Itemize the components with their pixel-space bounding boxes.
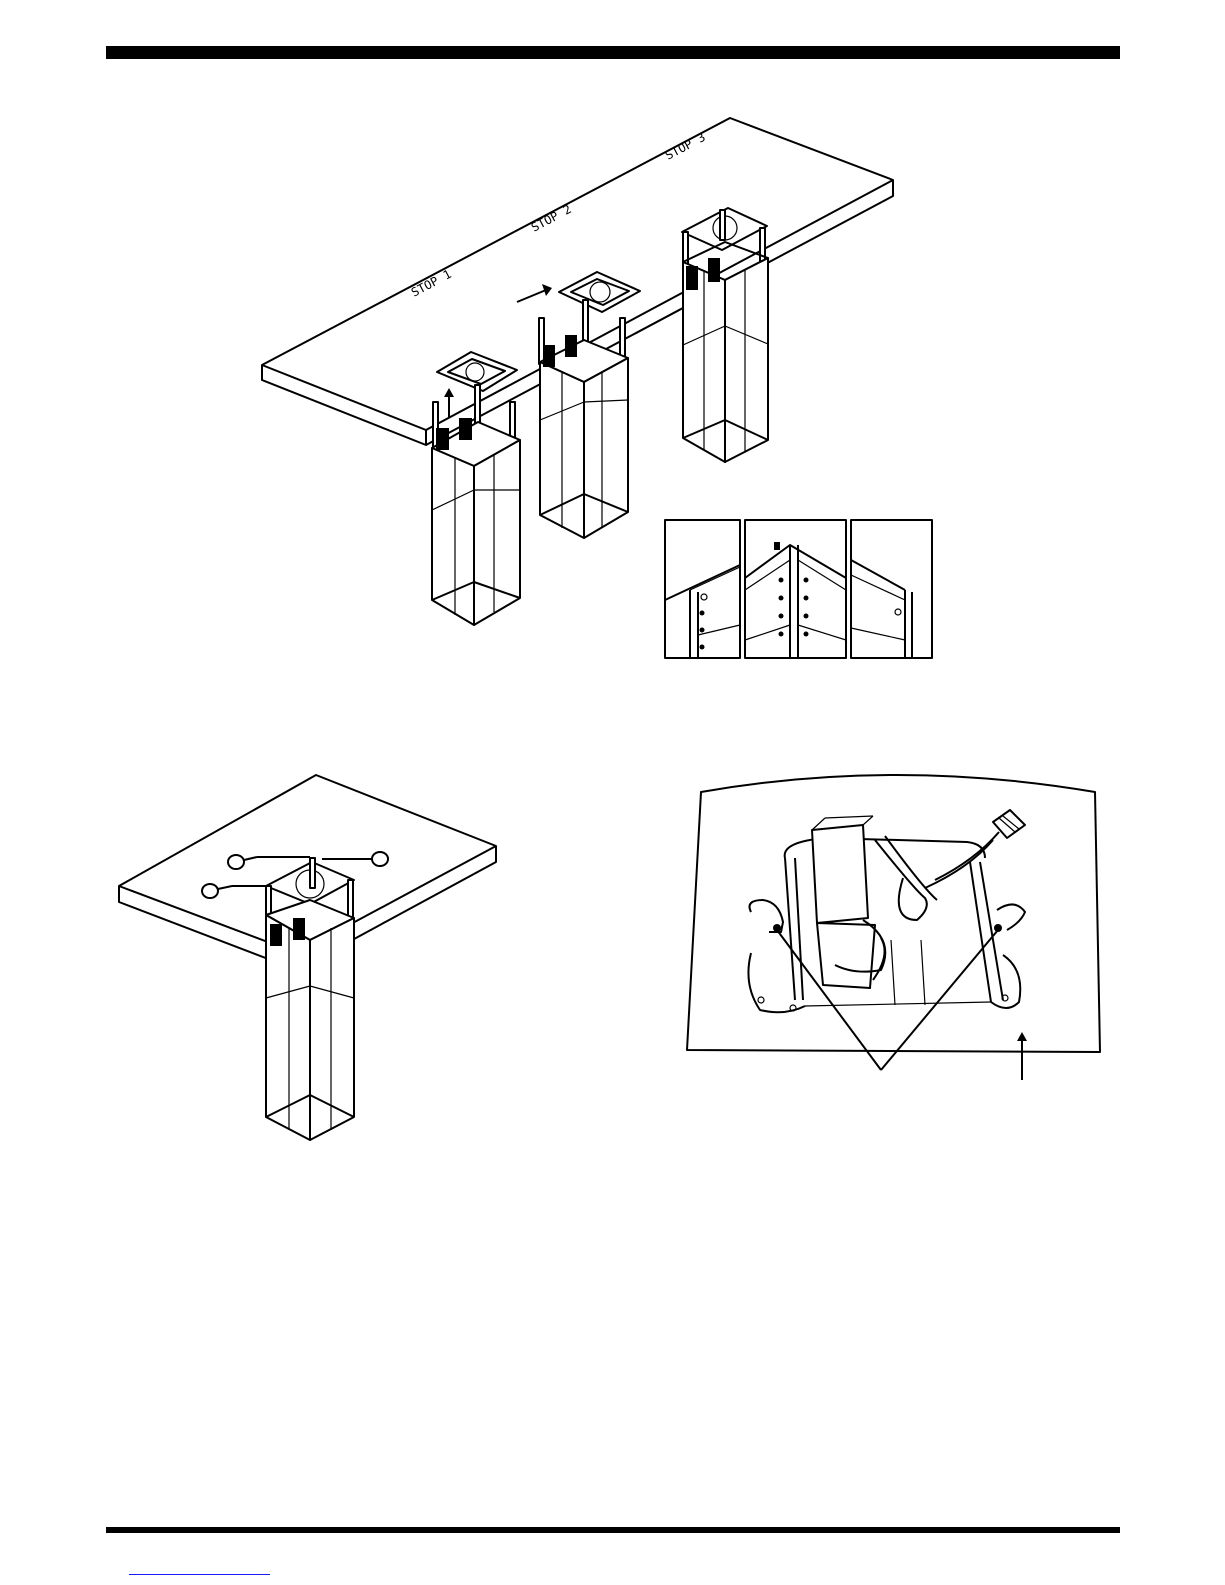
junction-box-wiring-diagram [685, 770, 1115, 1100]
telescoping-duct-diagram: STOP 1 STOP 2 STOP 3 [0, 0, 1225, 700]
footer-link-underline[interactable] [129, 1574, 270, 1575]
ceiling-panel [687, 775, 1100, 1052]
bracket-detail-inset [665, 520, 932, 658]
duct-screw-attachment-diagram [100, 760, 520, 1160]
up-arrow-icon [1017, 1032, 1027, 1080]
footer-rule [106, 1527, 1120, 1533]
